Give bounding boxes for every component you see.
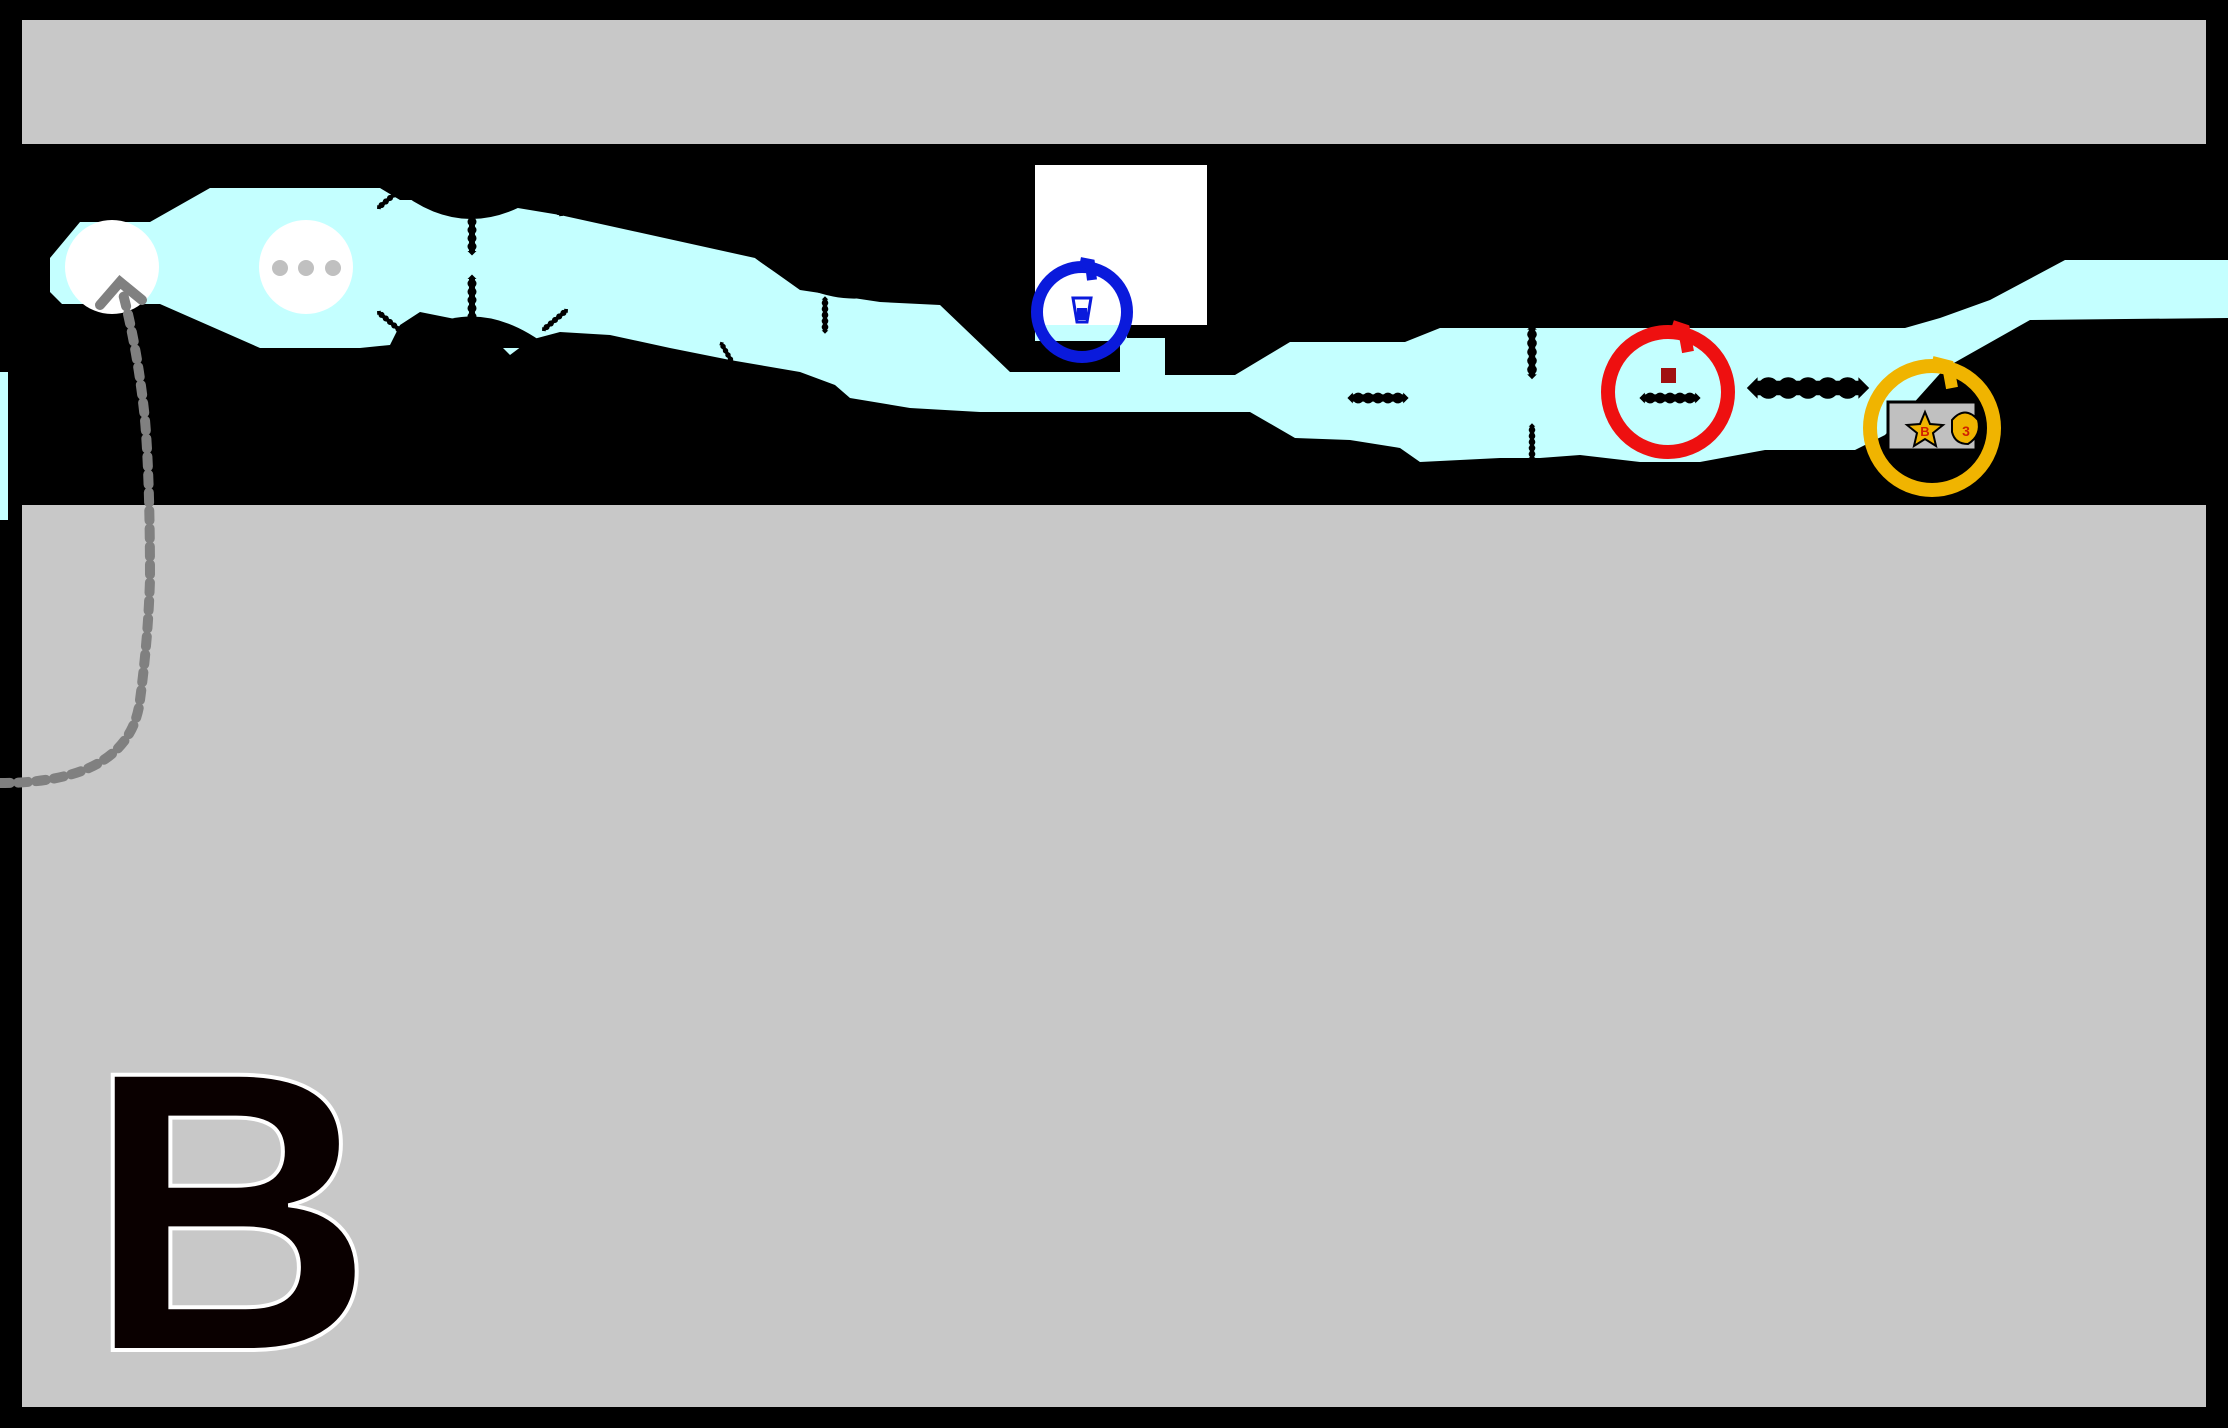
shell-icon: 3	[1951, 411, 1980, 446]
white-room-step	[1035, 325, 1127, 341]
potion-icon	[1071, 296, 1093, 324]
star-icon: B	[1904, 409, 1946, 449]
red-square-icon	[1661, 368, 1676, 383]
left-entrance	[0, 372, 8, 520]
shell-label: 3	[1962, 423, 1970, 439]
bottom-panel	[22, 505, 2206, 1407]
star-label: B	[1920, 424, 1929, 439]
wall-bump-bottom	[395, 316, 550, 348]
wall-bump-top	[395, 188, 550, 219]
yellow-ring-treasure: B 3	[1863, 356, 2001, 497]
dotted-path-arrow-icon	[0, 275, 156, 788]
panel-label: B	[86, 988, 375, 1428]
top-panel	[22, 20, 2206, 144]
corridor	[50, 188, 2228, 462]
blue-ring-potion	[1031, 257, 1133, 363]
wall-bump-mid	[755, 258, 890, 299]
red-ring-item	[1601, 320, 1735, 459]
ellipsis-bubble	[259, 220, 353, 314]
